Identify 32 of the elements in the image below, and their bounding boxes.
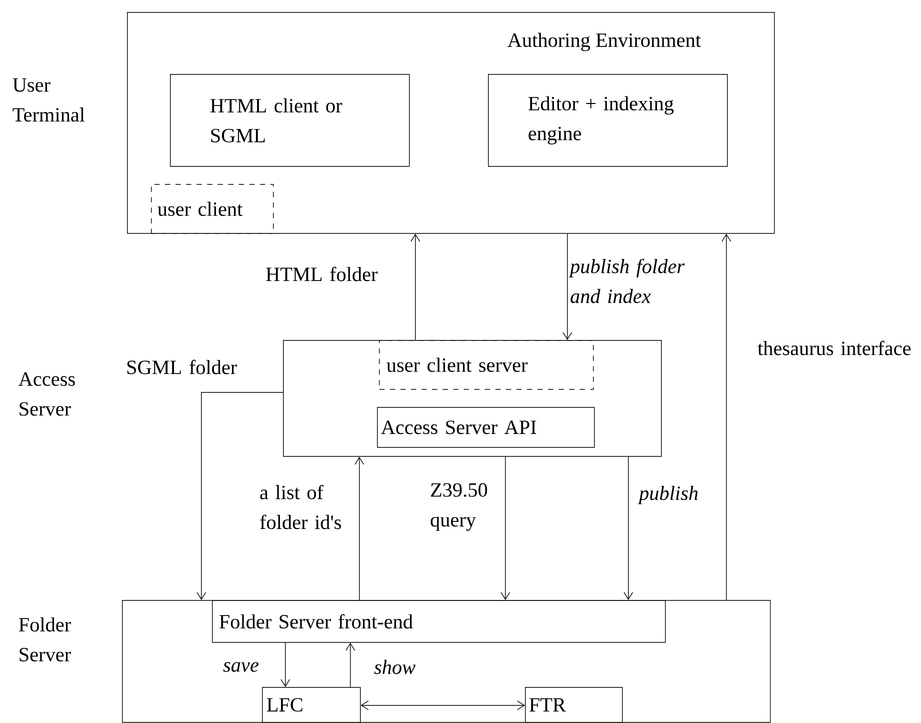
edge-label: save: [223, 662, 258, 672]
arrow: [196, 392, 284, 600]
arrow: [624, 456, 634, 600]
client-box: HTML client or SGML: [170, 74, 410, 167]
edge-label: HTML folder: [266, 266, 378, 282]
front-end-box: Folder Server front-end: [212, 600, 666, 643]
api-box: Access Server API: [377, 407, 595, 448]
edge-label: SGML folder: [127, 360, 237, 374]
dashed-box: user client: [151, 184, 274, 234]
arrow: [354, 456, 364, 600]
arrow: [410, 234, 420, 340]
arrow: [562, 233, 572, 340]
edge-label: a list of folder id's: [260, 484, 341, 530]
process-box: LFC: [262, 687, 361, 723]
dashed-box: user client server: [379, 340, 594, 390]
edge-label: publish: [638, 486, 698, 504]
tier-label: Folder Server: [18, 617, 71, 662]
process-box: FTR: [525, 687, 623, 723]
tier-label: Access Server: [18, 372, 75, 416]
editor-box: Editor + indexing engine: [488, 74, 728, 167]
arrow: [280, 642, 290, 687]
server-box: [122, 600, 771, 723]
arrow: [346, 642, 356, 688]
server-box: [283, 340, 662, 457]
edge-label: publish folder and index: [568, 258, 685, 304]
tier-label: User Terminal: [12, 78, 85, 122]
arrow: [360, 700, 526, 710]
arrow: [500, 456, 510, 600]
edge-label: show: [374, 660, 416, 674]
edge-label: Z39.50 query: [430, 483, 488, 531]
edge-label: thesaurus interface: [758, 340, 911, 356]
arrow: [722, 234, 732, 600]
